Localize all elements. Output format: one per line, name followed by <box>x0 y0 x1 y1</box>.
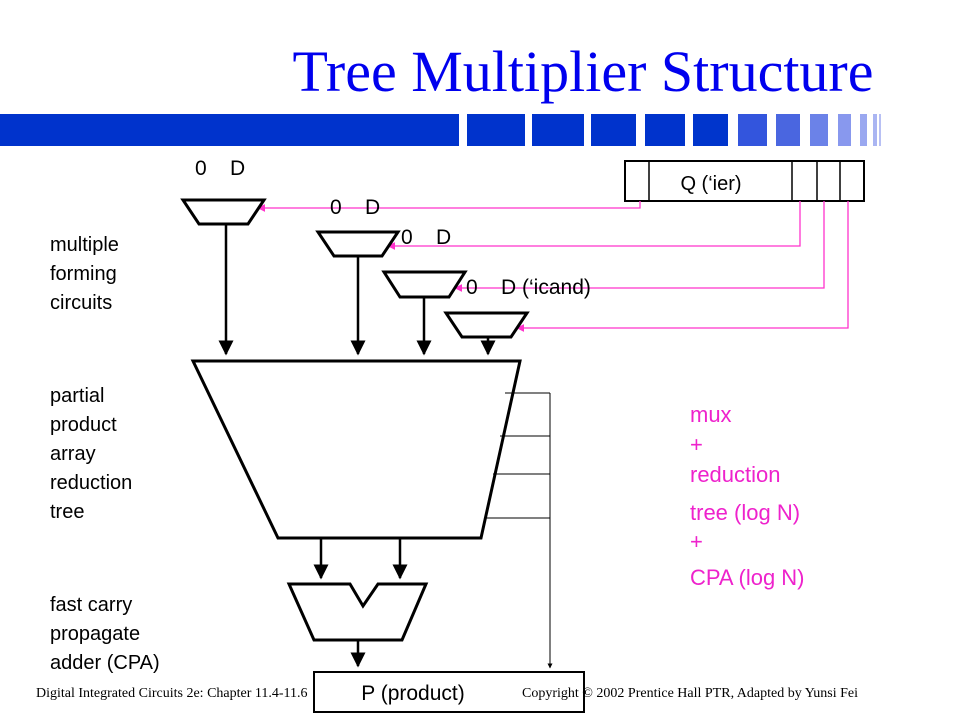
annotation-line-5: + <box>690 529 703 554</box>
footer-copyright: Copyright © 2002 Prentice Hall PTR, Adap… <box>522 686 858 701</box>
mux-2: 0 D <box>315 196 401 258</box>
annotation-line-4: tree (log N) <box>690 500 800 525</box>
label-mfc-line-2: forming <box>50 263 117 285</box>
annotation-line-6: CPA (log N) <box>690 565 805 590</box>
annotation-line-1: mux <box>690 402 732 427</box>
mux-4-inputs: 0 D (‘icand) <box>466 276 591 299</box>
label-cpa-line-2: propagate <box>50 623 140 645</box>
select-wire-4 <box>516 201 849 332</box>
select-wires <box>257 201 849 332</box>
label-pp-line-2: product <box>50 414 117 436</box>
label-pp-line-3: array <box>50 443 96 465</box>
label-mfc-line-3: circuits <box>50 292 112 314</box>
tree-output-arrows <box>313 538 408 580</box>
q-register: Q (‘ier) <box>624 160 865 202</box>
reduction-tree <box>190 359 522 540</box>
mux-2-inputs: 0 D <box>330 196 380 219</box>
title-bar-decoration <box>0 114 881 146</box>
slide-title: Tree Multiplier Structure <box>293 39 874 104</box>
product-register-label: P (product) <box>361 682 465 705</box>
select-wire-1 <box>257 201 641 212</box>
select-wire-3 <box>454 201 825 292</box>
mux-3-inputs: 0 D <box>401 226 451 249</box>
label-cpa: fast carry propagate adder (CPA) <box>50 594 160 674</box>
mux-4: 0 D (‘icand) <box>443 276 591 339</box>
label-multiple-forming: multiple forming circuits <box>50 234 119 314</box>
mux-3: 0 D <box>381 226 468 299</box>
product-register: P (product) <box>313 671 585 713</box>
label-pp-line-5: tree <box>50 501 84 523</box>
annotation-line-3: reduction <box>690 462 781 487</box>
label-cpa-line-3: adder (CPA) <box>50 652 160 674</box>
footer-chapter: Digital Integrated Circuits 2e: Chapter … <box>36 686 308 701</box>
q-register-label: Q (‘ier) <box>680 173 741 195</box>
label-cpa-line-1: fast carry <box>50 594 132 616</box>
cpa-adder <box>286 582 429 642</box>
mux-1-inputs: 0 D <box>195 157 245 180</box>
label-pp-line-4: reduction <box>50 472 132 494</box>
annotation-line-2: + <box>690 432 703 457</box>
low-order-bit-wires <box>486 392 553 669</box>
mux-1: 0 D <box>180 157 267 226</box>
label-mfc-line-1: multiple <box>50 234 119 256</box>
delay-annotation: mux + reduction tree (log N) + CPA (log … <box>690 402 805 590</box>
label-partial-product: partial product array reduction tree <box>50 385 132 523</box>
mux-output-arrows <box>218 224 496 356</box>
label-pp-line-1: partial <box>50 385 104 407</box>
select-wire-2 <box>387 201 801 250</box>
